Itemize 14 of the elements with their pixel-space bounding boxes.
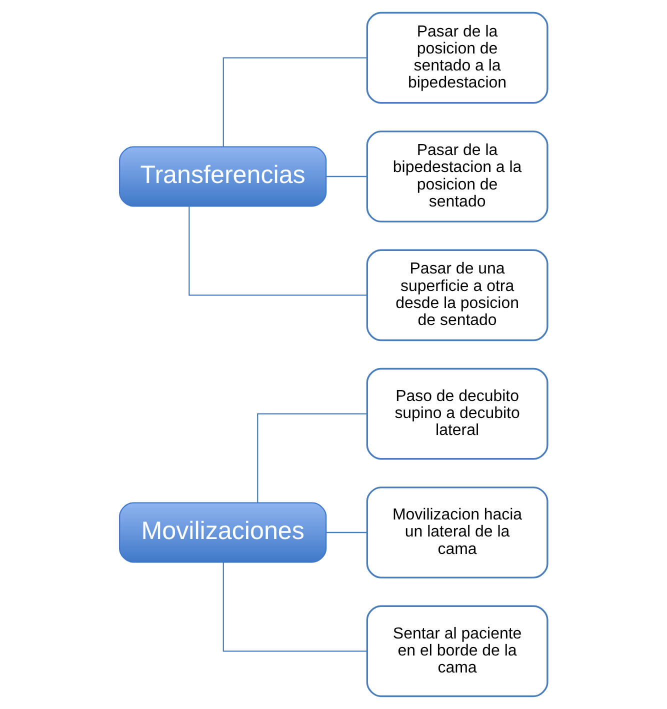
connector <box>222 562 367 652</box>
connector <box>326 532 367 534</box>
node-box: Pasar de una superficie a otra desde la posicion de sentado <box>366 249 548 342</box>
connector <box>326 176 367 178</box>
connector <box>257 413 368 503</box>
node-box: Pasar de la bipedestacion a la posicion de sentado <box>366 130 548 222</box>
connector <box>222 57 367 147</box>
connector <box>188 206 367 296</box>
node-box: Movilizaciones <box>119 502 327 563</box>
node-box: Paso de decubito supino a decubito lateral <box>366 368 548 460</box>
node-box: Movilizacion hacia un lateral de la cama <box>366 486 548 578</box>
node-box: Transferencias <box>119 146 327 207</box>
node-box: Pasar de la posicion de sentado a la bipedestacion <box>366 12 548 104</box>
node-box: Sentar al paciente en el borde de la cama <box>366 605 548 698</box>
